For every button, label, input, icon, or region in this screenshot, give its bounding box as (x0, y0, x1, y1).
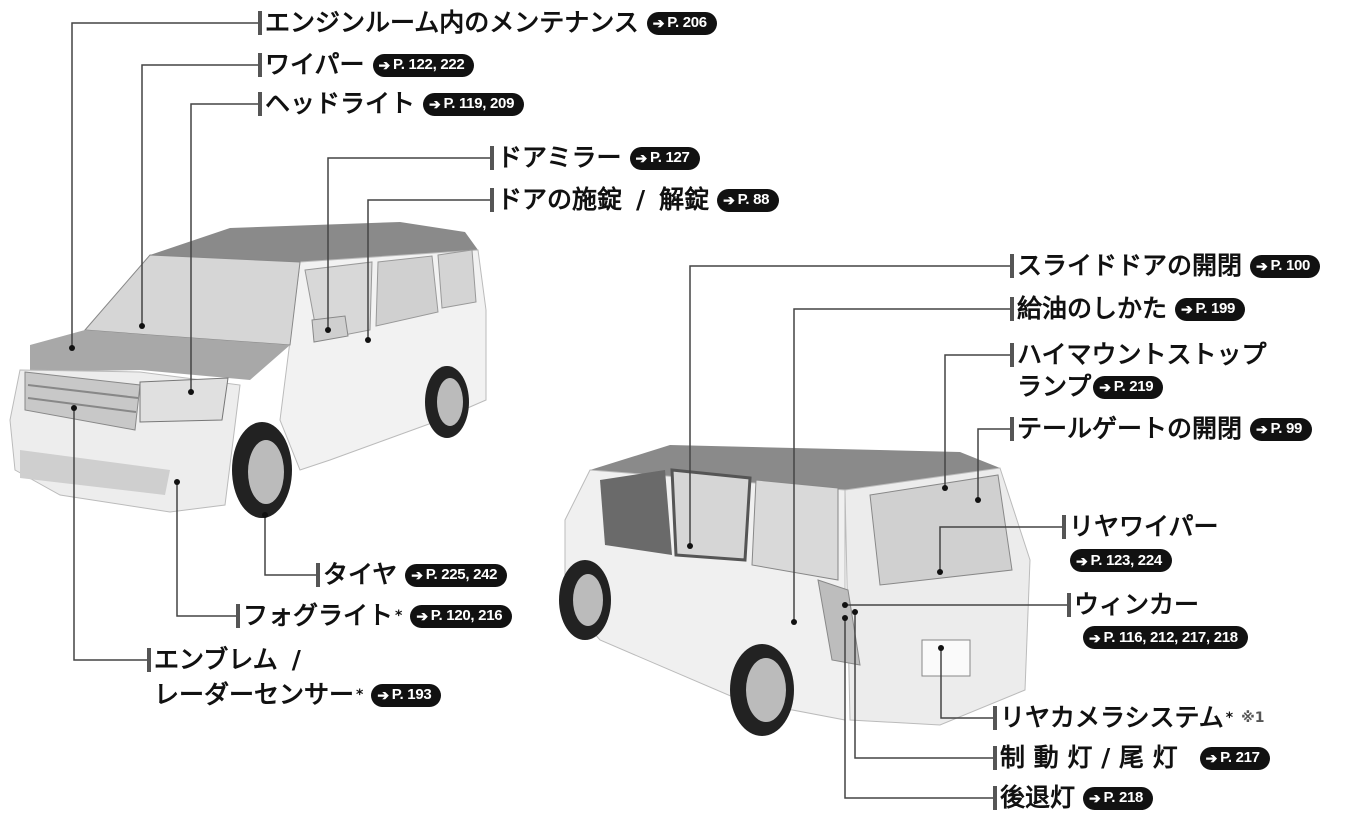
label-camera: リヤカメラシステム* ※1 (993, 703, 1264, 733)
label-rearwiper: リヤワイパー (1062, 512, 1219, 542)
label-fog: フォグライト* ➔P. 120, 216 (236, 601, 512, 631)
label-tire: タイヤ ➔P. 225, 242 (316, 560, 507, 590)
arrow-right-icon: ➔ (723, 185, 734, 215)
arrow-right-icon: ➔ (379, 50, 390, 80)
label-winker: ウィンカー (1067, 590, 1199, 620)
label-text: テールゲートの開閉 (1017, 414, 1242, 444)
label-text: リヤワイパー (1069, 512, 1219, 542)
arrow-right-icon: ➔ (377, 680, 388, 710)
page-ref-highmount[interactable]: ➔P. 219 (1093, 376, 1163, 399)
arrow-right-icon: ➔ (1206, 743, 1217, 773)
label-winker-ref: ➔P. 116, 212, 217, 218 (1075, 626, 1248, 649)
page-ref-headlight[interactable]: ➔P. 119, 209 (423, 93, 524, 116)
label-doorlock: ドアの施錠 / 解錠 ➔P. 88 (490, 185, 779, 215)
label-wiper: ワイパー ➔P. 122, 222 (258, 50, 474, 80)
label-brake: 制 動 灯 / 尾 灯 ➔P. 217 (993, 743, 1270, 773)
arrow-right-icon: ➔ (416, 601, 427, 631)
label-text: レーダーセンサー (154, 680, 354, 710)
page-ref-reverse[interactable]: ➔P. 218 (1083, 787, 1153, 810)
label-emblem: エンブレム / (147, 645, 301, 675)
front-van (10, 222, 486, 518)
label-text: 後退灯 (1000, 783, 1075, 813)
label-engine: エンジンルーム内のメンテナンス ➔P. 206 (258, 8, 717, 38)
arrow-right-icon: ➔ (1076, 546, 1087, 576)
page-ref-fog[interactable]: ➔P. 120, 216 (410, 605, 512, 628)
label-radar: レーダーセンサー* ➔P. 193 (154, 680, 441, 710)
label-text: リヤカメラシステム (1000, 703, 1224, 733)
arrow-right-icon: ➔ (411, 560, 422, 590)
page-ref-wiper[interactable]: ➔P. 122, 222 (373, 54, 475, 77)
arrow-right-icon: ➔ (1256, 251, 1267, 281)
label-text: ランプ (1017, 372, 1091, 402)
label-tailgate: テールゲートの開閉 ➔P. 99 (1010, 414, 1312, 444)
label-text: ハイマウントストップ (1017, 340, 1267, 370)
arrow-right-icon: ➔ (1089, 623, 1100, 653)
page-ref-tire[interactable]: ➔P. 225, 242 (405, 564, 507, 587)
label-text: エンジンルーム内のメンテナンス (265, 8, 639, 38)
label-headlight: ヘッドライト ➔P. 119, 209 (258, 89, 524, 119)
arrow-right-icon: ➔ (1099, 372, 1110, 402)
label-reverse: 後退灯 ➔P. 218 (993, 783, 1153, 813)
page-ref-emblem[interactable]: ➔P. 193 (371, 684, 441, 707)
label-text: ワイパー (265, 50, 365, 80)
page-ref-winker[interactable]: ➔P. 116, 212, 217, 218 (1083, 626, 1248, 649)
page-ref-rearwiper[interactable]: ➔P. 123, 224 (1070, 549, 1172, 572)
arrow-right-icon: ➔ (653, 8, 664, 38)
arrow-right-icon: ➔ (1181, 294, 1192, 324)
label-slide: スライドドアの開閉 ➔P. 100 (1010, 251, 1320, 281)
label-mirror: ドアミラー ➔P. 127 (490, 143, 700, 173)
label-text: スライドドアの開閉 (1017, 251, 1242, 281)
label-highmount: ハイマウントストップ (1010, 340, 1267, 370)
page-ref-brake[interactable]: ➔P. 217 (1200, 747, 1270, 770)
arrow-right-icon: ➔ (429, 89, 440, 119)
page-ref-slide[interactable]: ➔P. 100 (1250, 255, 1320, 278)
arrow-right-icon: ➔ (1256, 414, 1267, 444)
arrow-right-icon: ➔ (1089, 783, 1100, 813)
label-text: タイヤ (323, 560, 397, 590)
label-rearwiper-ref: ➔P. 123, 224 (1062, 549, 1172, 572)
label-text: 給油のしかた (1017, 294, 1167, 324)
arrow-right-icon: ➔ (636, 143, 647, 173)
page-ref-tailgate[interactable]: ➔P. 99 (1250, 418, 1312, 441)
label-text: ウィンカー (1074, 590, 1199, 620)
label-highmount-lamp: ランプ ➔P. 219 (1017, 372, 1163, 402)
page-ref-fuel[interactable]: ➔P. 199 (1175, 298, 1245, 321)
label-fuel: 給油のしかた ➔P. 199 (1010, 294, 1245, 324)
page-ref-doorlock[interactable]: ➔P. 88 (717, 189, 779, 212)
label-text: ヘッドライト (265, 89, 415, 119)
label-text: エンブレム (154, 645, 278, 675)
page-ref-engine[interactable]: ➔P. 206 (647, 12, 717, 35)
page-ref-mirror[interactable]: ➔P. 127 (630, 147, 700, 170)
label-text: ドアミラー (497, 143, 622, 173)
label-text: フォグライト (243, 601, 393, 631)
label-text: ドアの施錠 (497, 185, 622, 215)
label-text: 制 動 灯 / 尾 灯 (1000, 743, 1178, 773)
